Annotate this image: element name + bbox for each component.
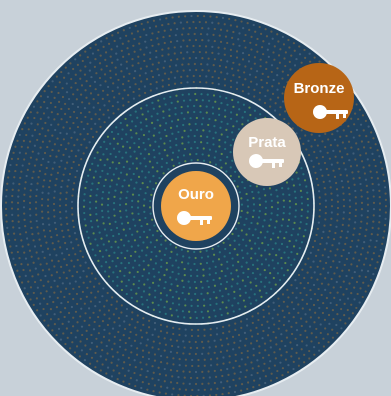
tier-badge-bronze: Bronze [284, 63, 354, 133]
outer-ring-border [0, 10, 391, 396]
key-icon [177, 211, 212, 225]
tier-label: Ouro [178, 186, 214, 203]
inner-ring [152, 162, 240, 250]
key-icon [313, 105, 348, 119]
tier-label: Prata [248, 134, 286, 151]
middle-ring [77, 87, 315, 325]
tier-label: Bronze [294, 80, 345, 97]
tier-badge-silver: Prata [233, 118, 301, 186]
tier-badge-gold: Ouro [161, 171, 231, 241]
key-icon [249, 154, 284, 168]
